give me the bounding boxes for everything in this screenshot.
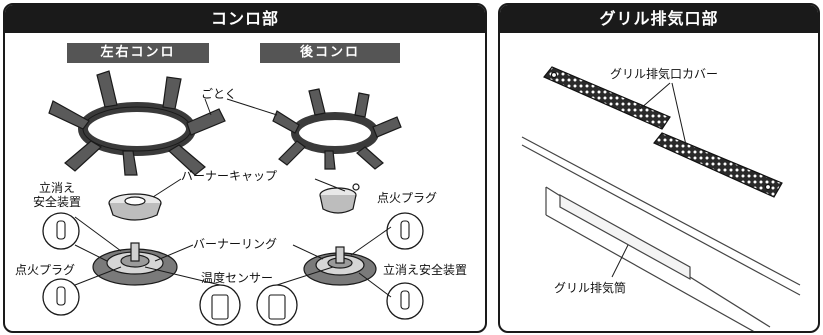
rear-trivet-illustration [272,88,402,170]
grill-exhaust-illustration [521,66,801,331]
exhaust-pipe-label: グリル排気筒 [554,281,627,295]
rear-burner-ring-illustration [303,246,377,286]
left-right-burner-tag: 左右コンロ [67,43,209,63]
safety-device-right-label: 立消え安全装置 [383,263,468,277]
safety-device-left-label: 立消え 安全装置 [33,181,82,209]
grill-exhaust-panel: グリル排気口部 グリル排 [498,3,820,333]
left-burner-ring-illustration [92,242,178,286]
burner-ring-label: バーナーリング [193,237,278,251]
burner-panel: コンロ部 左右コンロ 後コンロ [3,3,487,333]
rear-burner-tag: 後コンロ [260,43,400,63]
exhaust-cover-label: グリル排気口カバー [610,67,719,81]
burner-cap-label: バーナーキャップ [181,169,278,183]
detail-circles [42,212,424,326]
ignition-plug-right-label: 点火プラグ [377,191,438,205]
grill-exhaust-panel-title: グリル排気口部 [500,5,818,33]
rear-burner-cap-illustration [319,183,360,214]
burner-illustration [42,70,424,326]
burner-panel-title: コンロ部 [5,5,485,33]
left-burner-cap-illustration [108,193,162,221]
left-trivet-illustration [48,70,226,176]
exhaust-cover-illustration [543,66,783,198]
temperature-sensor-label: 温度センサー [201,271,274,285]
gotoku-label: ごとく [201,87,237,101]
ignition-plug-left-label: 点火プラグ [15,263,76,277]
